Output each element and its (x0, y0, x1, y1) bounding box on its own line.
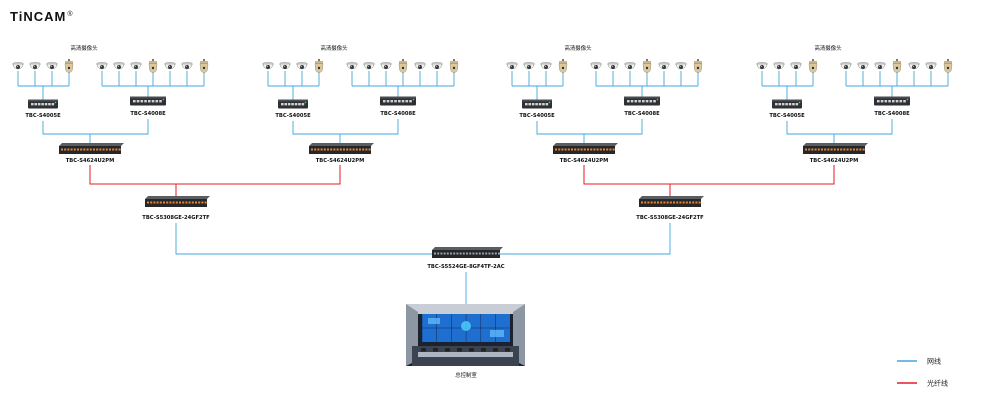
access-switch-label: TBC-S4008E (380, 111, 416, 117)
aggregation-switch (803, 143, 868, 154)
dome-camera-icon (346, 62, 358, 70)
core-switch (432, 247, 503, 258)
access-switch-label: TBC-S4005E (275, 113, 311, 119)
aggregation-switch (59, 143, 124, 154)
ptz-camera-icon (558, 59, 568, 73)
control-room-image (406, 304, 525, 366)
dome-camera-icon (12, 62, 24, 70)
brand-name: TiNCAM (10, 9, 67, 24)
legend-label: 光纤线 (927, 379, 948, 388)
access-switch-label: TBC-S4008E (624, 111, 660, 117)
dome-camera-icon (414, 62, 426, 70)
dome-camera-icon (181, 62, 193, 70)
dome-camera-icon (857, 62, 869, 70)
access-switch-5port (278, 99, 308, 109)
ptz-camera-icon (398, 59, 408, 73)
ptz-camera-icon (892, 59, 902, 73)
dome-camera-icon (96, 62, 108, 70)
control-room-label: 总控制室 (455, 371, 477, 379)
aggregation-switch-label: TBC-S4624U2PM (316, 158, 365, 164)
distribution-switch-label: TBC-S5308GE-24GF2TF (636, 215, 704, 221)
dome-camera-icon (624, 62, 636, 70)
dome-camera-icon (130, 62, 142, 70)
registered-mark: ® (67, 10, 73, 18)
access-switch-label: TBC-S4005E (519, 113, 555, 119)
legend-label: 网线 (927, 357, 941, 366)
core-switch-label: TBC-S5524GE-8GF4TF-2AC (427, 264, 504, 270)
dome-camera-icon (46, 62, 58, 70)
access-switch-label: TBC-S4008E (874, 111, 910, 117)
dome-camera-icon (790, 62, 802, 70)
dome-camera-icon (506, 62, 518, 70)
ptz-camera-icon (449, 59, 459, 73)
dome-camera-icon (29, 62, 41, 70)
access-switch-label: TBC-S4008E (130, 111, 166, 117)
dome-camera-icon (113, 62, 125, 70)
aggregation-switch-label: TBC-S4624U2PM (66, 158, 115, 164)
camera-group-label: 高清摄像头 (321, 44, 349, 52)
ptz-camera-icon (148, 59, 158, 73)
dome-camera-icon (296, 62, 308, 70)
access-switch-5port (522, 99, 552, 109)
access-switch-5port (28, 99, 58, 109)
ptz-camera-icon (64, 59, 74, 73)
aggregation-switch-label: TBC-S4624U2PM (810, 158, 859, 164)
dome-camera-icon (279, 62, 291, 70)
distribution-switch-label: TBC-S5308GE-24GF2TF (142, 215, 210, 221)
network-cable (42, 119, 149, 135)
aggregation-switch-label: TBC-S4624U2PM (560, 158, 609, 164)
dome-camera-icon (262, 62, 274, 70)
dome-camera-icon (607, 62, 619, 70)
dome-camera-icon (773, 62, 785, 70)
dome-camera-icon (658, 62, 670, 70)
dome-camera-icon (523, 62, 535, 70)
fiber-cable (583, 165, 835, 185)
dome-camera-icon (164, 62, 176, 70)
camera-group-label: 高清摄像头 (565, 44, 593, 52)
network-cable (536, 119, 643, 135)
access-switch-label: TBC-S4005E (769, 113, 805, 119)
ptz-camera-icon (314, 59, 324, 73)
access-switch-8port (380, 96, 416, 106)
ptz-camera-icon (642, 59, 652, 73)
dome-camera-icon (431, 62, 443, 70)
access-switch-8port (624, 96, 660, 106)
aggregation-switch (309, 143, 374, 154)
dome-camera-icon (874, 62, 886, 70)
ptz-camera-icon (199, 59, 209, 73)
ptz-camera-icon (943, 59, 953, 73)
dome-camera-icon (908, 62, 920, 70)
camera-group-label: 高清摄像头 (71, 44, 99, 52)
fiber-cable (89, 165, 341, 185)
network-cable (175, 223, 671, 255)
distribution-switch (145, 196, 210, 207)
dome-camera-icon (590, 62, 602, 70)
dome-camera-icon (540, 62, 552, 70)
camera-group-label: 高清摄像头 (815, 44, 843, 52)
network-cable (786, 119, 893, 135)
ptz-camera-icon (693, 59, 703, 73)
distribution-switch (639, 196, 704, 207)
dome-camera-icon (380, 62, 392, 70)
access-switch-8port (874, 96, 910, 106)
brand-logo: TiNCAM® (10, 9, 72, 24)
dome-camera-icon (675, 62, 687, 70)
dome-camera-icon (363, 62, 375, 70)
access-switch-8port (130, 96, 166, 106)
dome-camera-icon (925, 62, 937, 70)
ptz-camera-icon (808, 59, 818, 73)
network-cable (292, 119, 399, 135)
access-switch-label: TBC-S4005E (25, 113, 61, 119)
aggregation-switch (553, 143, 618, 154)
dome-camera-icon (756, 62, 768, 70)
dome-camera-icon (840, 62, 852, 70)
access-switch-5port (772, 99, 802, 109)
